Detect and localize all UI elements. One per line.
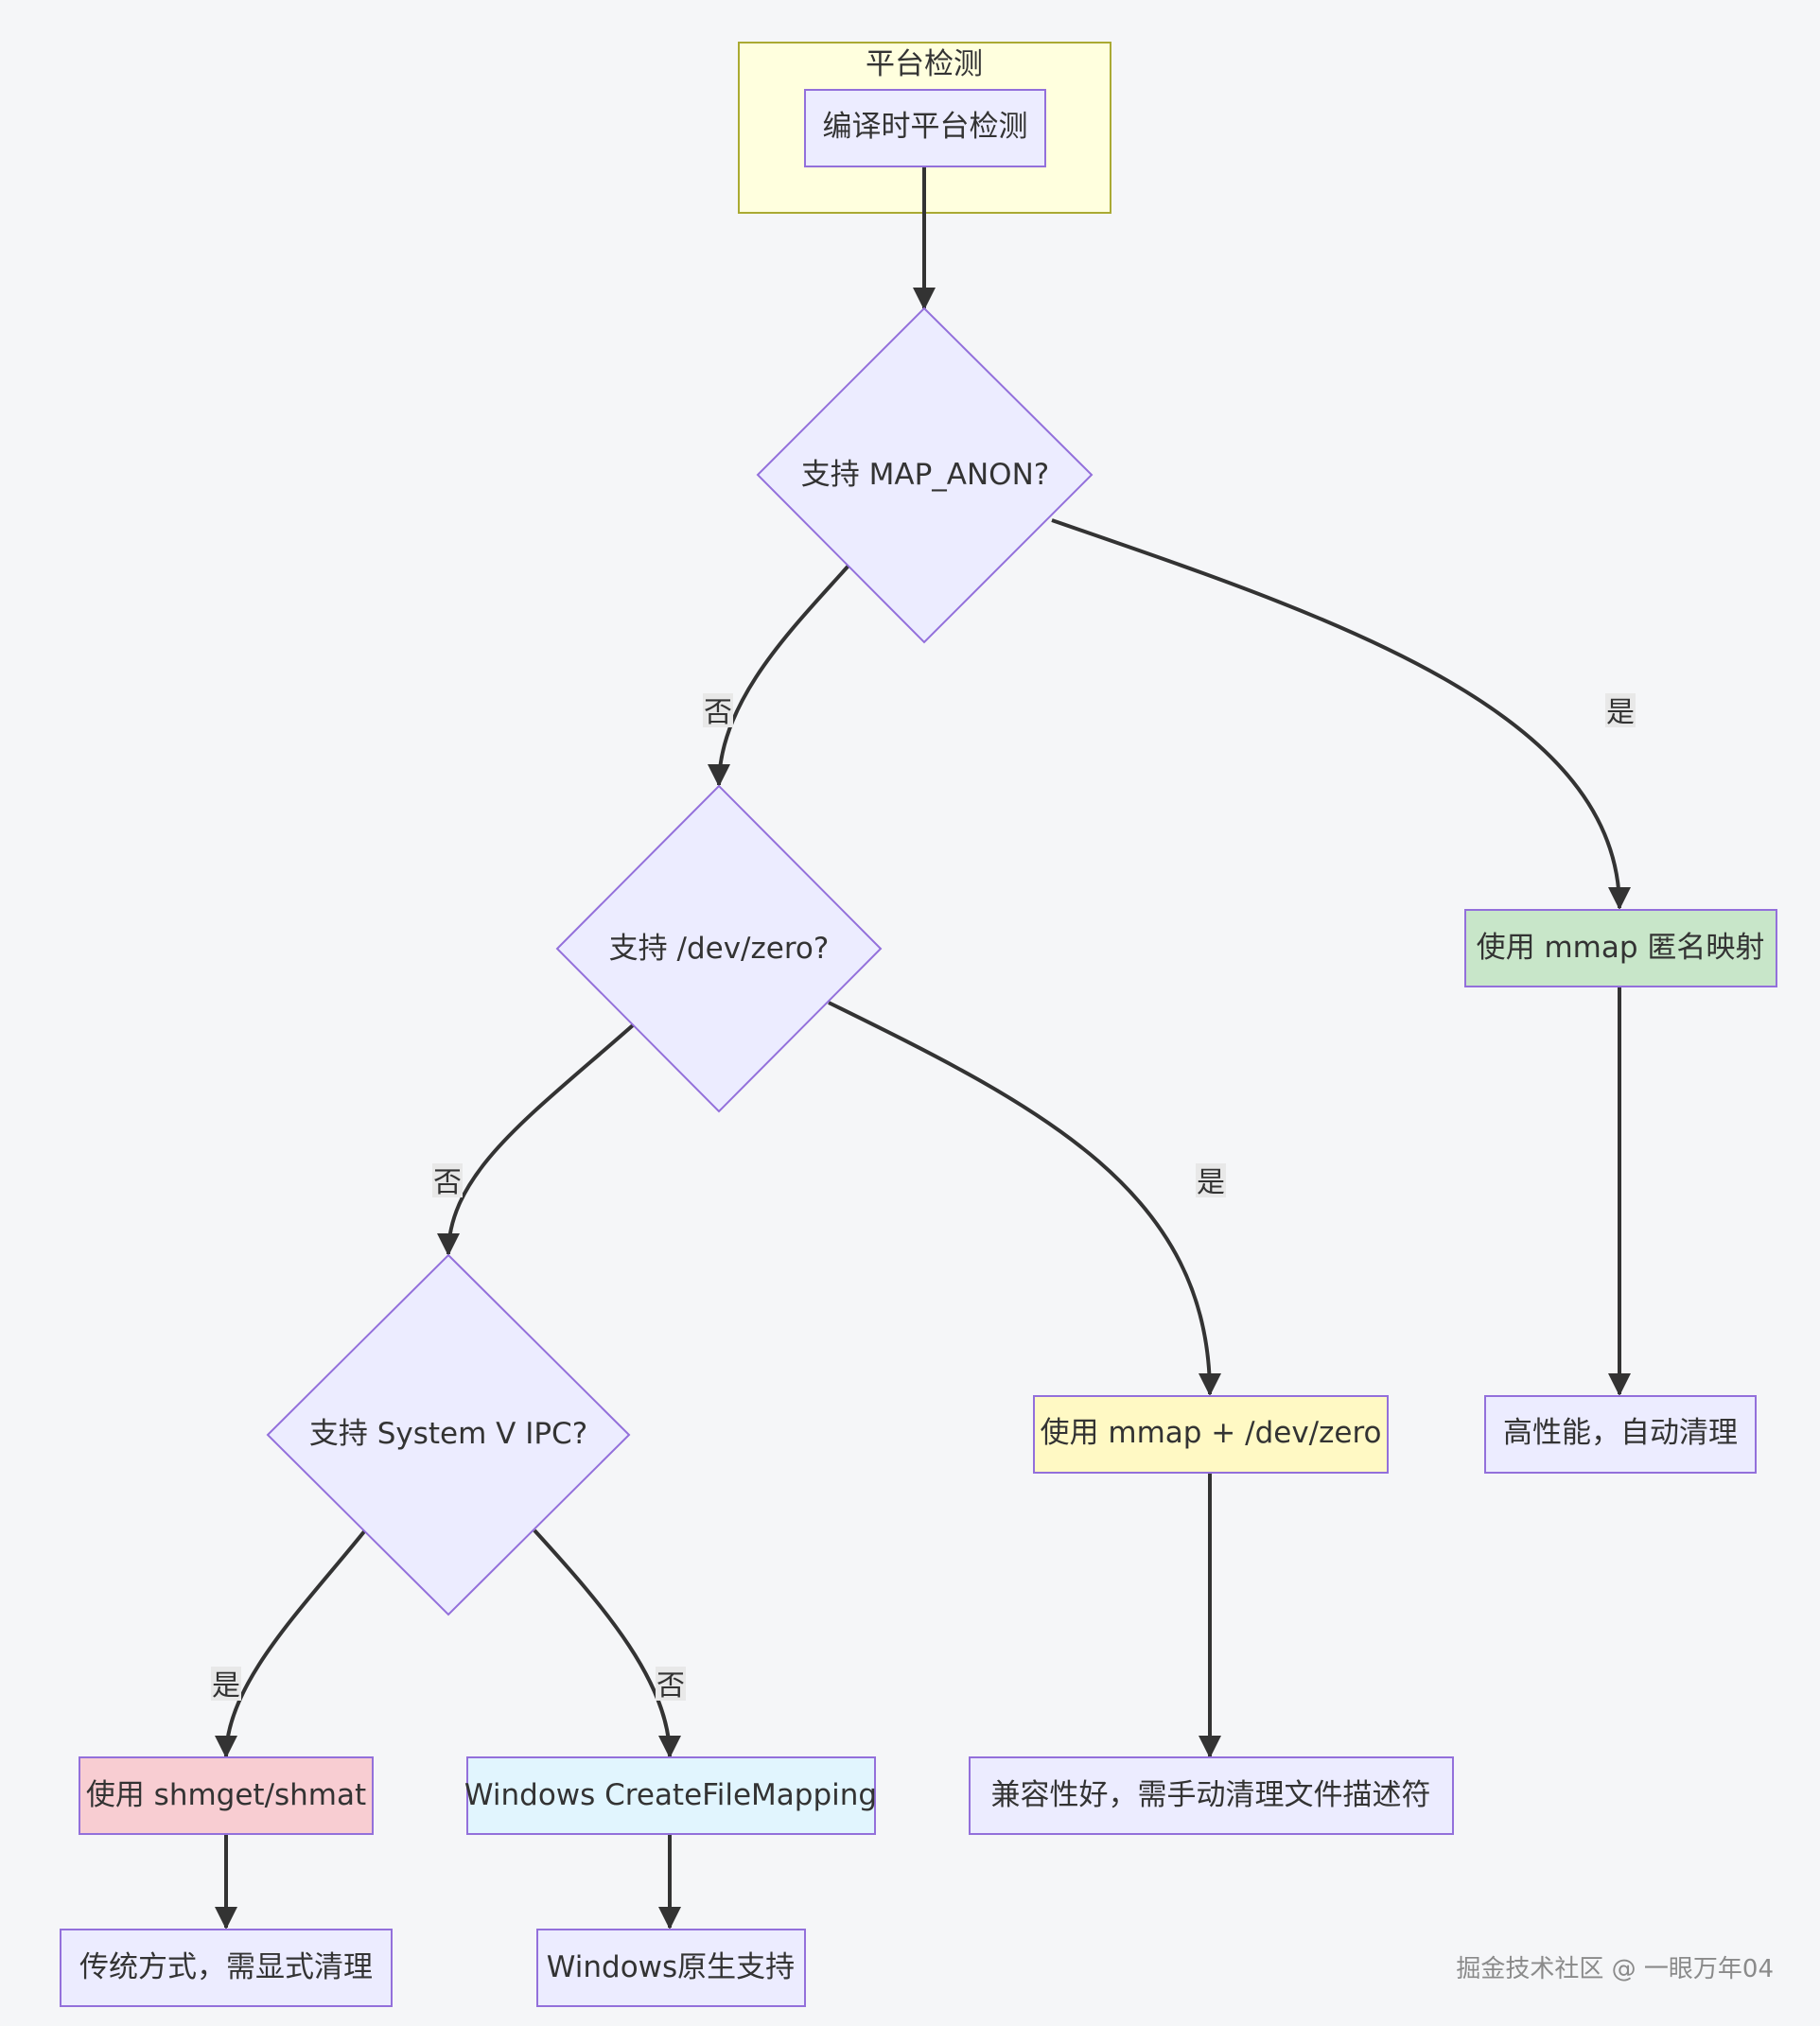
decision-diamond <box>266 1253 631 1616</box>
node-compile-detect: 编译时平台检测 <box>804 89 1046 167</box>
node-label: 使用 shmget/shmat <box>86 1778 366 1812</box>
node-box <box>1464 909 1777 987</box>
decision-label: 支持 /dev/zero? <box>609 932 830 966</box>
node-label: 高性能，自动清理 <box>1503 1416 1738 1450</box>
node-box <box>466 1756 876 1835</box>
node-label: 兼容性好，需手动清理文件描述符 <box>991 1778 1431 1812</box>
node-shmget: 使用 shmget/shmat <box>79 1756 374 1835</box>
node-box <box>79 1756 374 1835</box>
edge-sysv-yes <box>215 1528 367 1758</box>
edge-label-map-anon-yes: 是 <box>1606 696 1635 729</box>
node-label: Windows CreateFileMapping <box>464 1778 877 1812</box>
node-win-result: Windows原生支持 <box>536 1929 806 2007</box>
edge-dev-zero-no <box>437 1023 635 1256</box>
decision-map-anon: 支持 MAP_ANON? <box>756 306 1094 644</box>
edge-label-sysv-no: 否 <box>656 1669 685 1703</box>
decision-sysv-ipc: 支持 System V IPC? <box>266 1253 631 1616</box>
edge-dev-zero-yes <box>828 1001 1221 1396</box>
node-mmap-anon: 使用 mmap 匿名映射 <box>1464 909 1777 987</box>
decision-label: 支持 MAP_ANON? <box>801 458 1049 492</box>
edge-label-sysv-yes: 是 <box>212 1669 240 1703</box>
node-box <box>969 1756 1454 1835</box>
node-label: 编译时平台检测 <box>823 110 1028 144</box>
edge-label-map-anon-no: 否 <box>704 696 732 729</box>
node-box <box>60 1929 393 2007</box>
node-mmap-anon-result: 高性能，自动清理 <box>1484 1395 1757 1474</box>
node-label: 使用 mmap 匿名映射 <box>1477 931 1765 965</box>
node-box <box>804 89 1046 167</box>
edge-labels: 否 是 否 是 是 否 <box>211 693 1636 1703</box>
node-label: Windows原生支持 <box>547 1950 795 1984</box>
decision-label: 支持 System V IPC? <box>309 1417 587 1451</box>
decision-diamond <box>756 306 1094 644</box>
edge-map-anon-no <box>708 564 850 787</box>
edge-label-dev-zero-yes: 是 <box>1197 1166 1225 1199</box>
edge-map-anon-yes <box>1051 518 1631 910</box>
node-label: 传统方式，需显式清理 <box>79 1950 373 1984</box>
subgraph-title: 平台检测 <box>866 47 983 81</box>
edges <box>215 166 1631 1930</box>
node-box <box>1484 1395 1757 1474</box>
watermark: 掘金技术社区 @ 一眼万年04 <box>1456 1955 1774 1983</box>
decision-diamond <box>555 784 883 1113</box>
node-mmap-dev-zero-result: 兼容性好，需手动清理文件描述符 <box>969 1756 1454 1835</box>
decision-dev-zero: 支持 /dev/zero? <box>555 784 883 1113</box>
node-win-mapping: Windows CreateFileMapping <box>464 1756 877 1835</box>
edge-label-dev-zero-no: 否 <box>433 1166 462 1199</box>
node-label: 使用 mmap + /dev/zero <box>1041 1416 1382 1450</box>
edge-sysv-no <box>533 1528 681 1758</box>
node-box <box>536 1929 806 2007</box>
node-shmget-result: 传统方式，需显式清理 <box>60 1929 393 2007</box>
node-mmap-dev-zero: 使用 mmap + /dev/zero <box>1033 1395 1389 1474</box>
node-box <box>1033 1395 1389 1474</box>
